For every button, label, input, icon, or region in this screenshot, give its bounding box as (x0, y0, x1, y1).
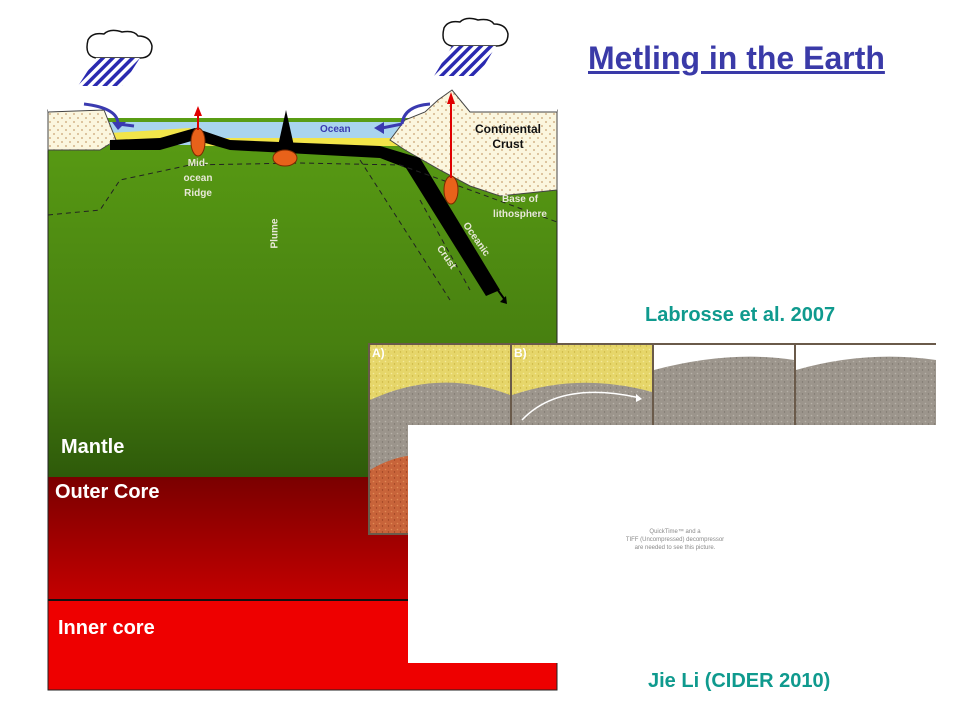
outer-core-label: Outer Core (55, 481, 160, 503)
lithosphere-label-2: lithosphere (493, 209, 547, 220)
left-rain-cloud (78, 29, 153, 86)
continental-crust-label: Continental Crust (466, 122, 550, 152)
ridge-label-3: Ridge (184, 188, 212, 199)
placeholder-line-1: QuickTime™ and a (649, 529, 701, 535)
placeholder-line-2: TIFF (Uncompressed) decompressor (625, 537, 725, 543)
credit-jie-li: Jie Li (CIDER 2010) (648, 670, 831, 692)
placeholder-text: QuickTime™ and a TIFF (Uncompressed) dec… (560, 528, 790, 552)
plume-label: Plume (269, 218, 281, 249)
ocean-label: Ocean (320, 124, 351, 135)
panel-label-b: B) (514, 346, 527, 360)
mantle-label: Mantle (61, 436, 125, 458)
continental-crust-block (389, 89, 558, 197)
plume-volcano (278, 110, 294, 146)
image-placeholder (408, 425, 936, 663)
left-continent (47, 109, 117, 151)
placeholder-line-3: are needed to see this picture. (634, 545, 716, 551)
inner-core-label: Inner core (58, 617, 155, 639)
panel-label-c: C) (656, 346, 669, 360)
continental-label-2: Crust (492, 137, 524, 151)
continental-label-1: Continental (475, 122, 541, 136)
oceanic-lithosphere (110, 128, 500, 296)
base-of-lithosphere-label: Base of lithosphere (480, 192, 560, 222)
right-rain-cloud (434, 17, 509, 76)
credit-labrosse: Labrosse et al. 2007 (645, 304, 836, 326)
ridge-label-1: Mid- (187, 158, 209, 169)
panel-label-d: D) (798, 346, 811, 360)
base-lithosphere-line (47, 162, 558, 223)
page-title: Metling in the Earth (588, 40, 885, 76)
lithosphere-label-1: Base of (501, 194, 539, 205)
arc-magma (443, 175, 459, 205)
mid-ocean-ridge-label: Mid- ocean Ridge (174, 156, 222, 201)
plume-magma (272, 149, 298, 167)
ridge-magma (190, 127, 206, 157)
panel-label-a: A) (372, 346, 385, 360)
ridge-label-2: ocean (183, 173, 213, 184)
